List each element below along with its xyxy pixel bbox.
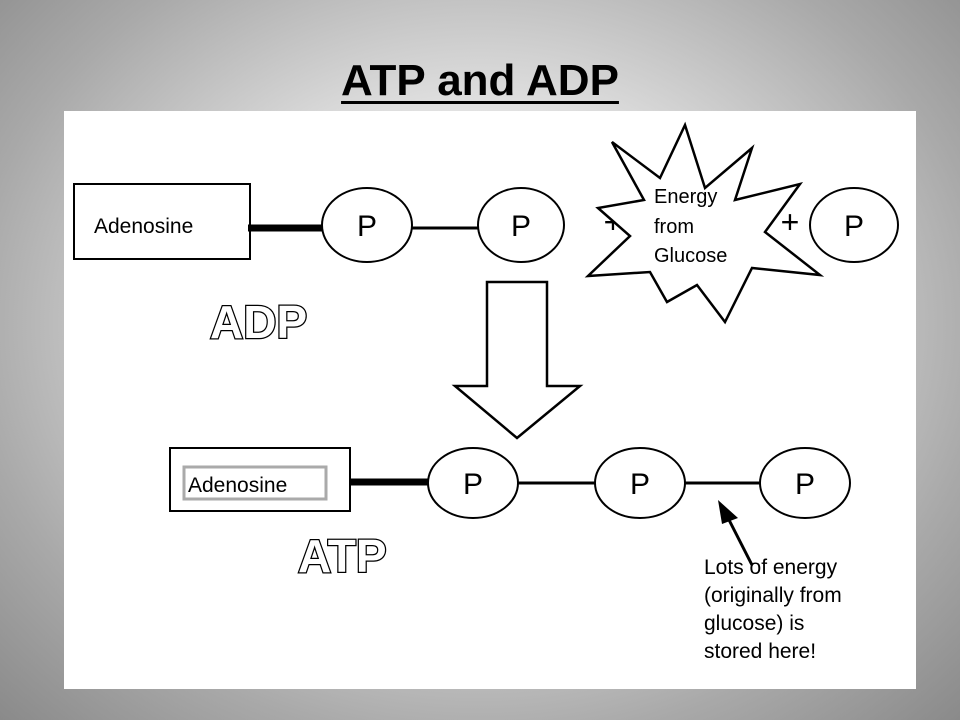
annotation-arrow-line <box>724 513 754 566</box>
adp-phosphate-1-label: P <box>357 210 377 243</box>
annotation-line-1: Lots of energy <box>704 556 838 579</box>
atp-phosphate-2-label: P <box>630 468 650 501</box>
atp-adenosine-label: Adenosine <box>188 474 287 497</box>
annotation-line-2: (originally from <box>704 584 842 607</box>
atp-phosphate-3-label: P <box>795 468 815 501</box>
annotation-line-3: glucose) is <box>704 612 804 635</box>
energy-burst-line-3: Glucose <box>654 245 727 267</box>
adp-label: ADP <box>210 296 307 348</box>
adp-phosphate-2 <box>477 187 565 263</box>
energy-burst-line-2: from <box>654 216 694 238</box>
annotation-arrowhead-icon <box>718 500 738 524</box>
annotation-line-4: stored here! <box>704 640 816 663</box>
atp-phosphate-3 <box>759 447 851 519</box>
adp-adenosine-label: Adenosine <box>94 215 193 238</box>
down-arrow-icon <box>451 280 584 440</box>
adp-phosphate-2-label: P <box>511 210 531 243</box>
energy-burst-icon <box>584 121 825 325</box>
atp-label: ATP <box>298 530 387 582</box>
energy-burst-line-1: Energy <box>654 186 717 208</box>
slide-title: ATP and ADP <box>341 56 619 105</box>
adp-adenosine-box <box>73 183 251 260</box>
atp-phosphate-1-label: P <box>463 468 483 501</box>
added-phosphate-label: P <box>844 210 864 243</box>
added-phosphate <box>809 187 899 263</box>
adp-phosphate-1 <box>321 187 413 263</box>
plus-sign-right: + <box>781 204 800 240</box>
atp-adenosine-inner-box <box>182 465 328 501</box>
